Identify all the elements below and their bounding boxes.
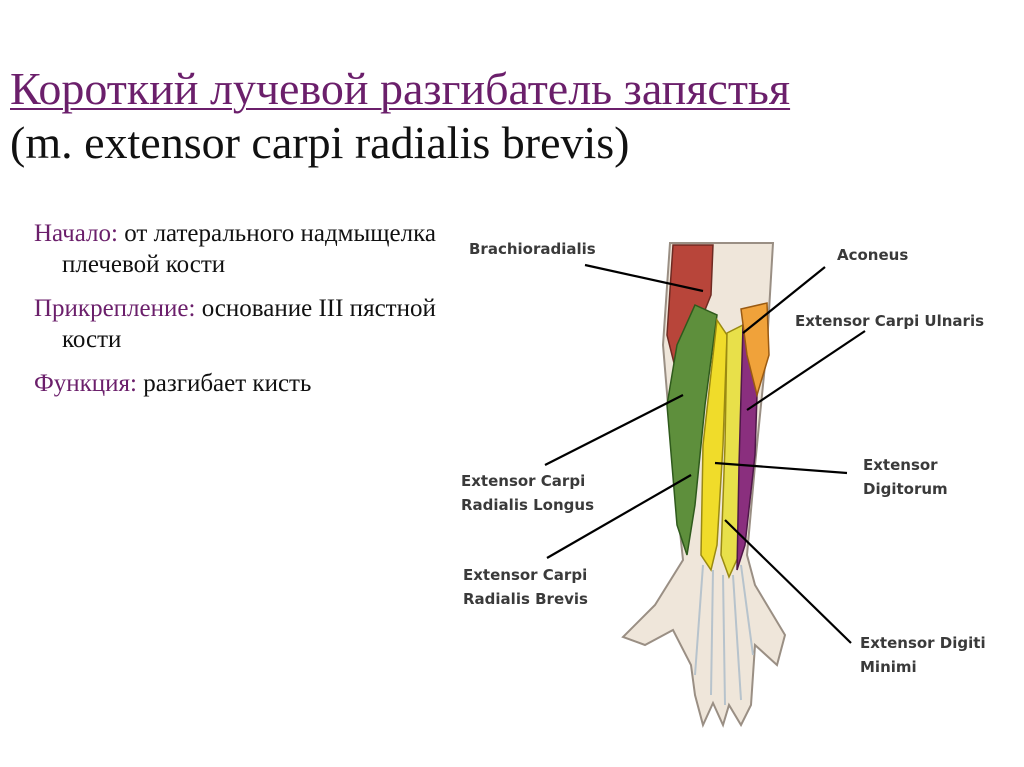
forearm-muscles-figure: Brachioradialis Aconeus Extensor Carpi U… — [455, 225, 1015, 765]
fact-insertion: Прикрепление: основание III пястной кост… — [34, 293, 454, 355]
fact-text: разгибает кисть — [136, 370, 312, 397]
label-ed-line1: Extensor — [863, 456, 938, 474]
title-block: Короткий лучевой разгибатель запястья (m… — [10, 62, 1010, 170]
facts-list: Начало: от латерального надмыщелка плече… — [34, 218, 454, 412]
fact-label: Прикрепление: — [34, 295, 196, 322]
slide-title: Короткий лучевой разгибатель запястья — [10, 63, 791, 114]
fact-label: Функция: — [34, 370, 137, 397]
leader-lines — [544, 263, 866, 644]
label-ecrb-line2: Radialis Brevis — [463, 590, 588, 608]
fact-text: от латерального надмыщелка плечевой кост… — [62, 220, 436, 278]
label-extensor-carpi-ulnaris: Extensor Carpi Ulnaris — [795, 312, 985, 330]
label-ecrb-line1: Extensor Carpi — [463, 566, 588, 584]
slide-subtitle-latin: (m. extensor carpi radialis brevis) — [10, 117, 630, 168]
fact-label: Начало: — [34, 220, 118, 247]
label-brachioradialis: Brachioradialis — [469, 240, 596, 258]
label-ecrl-line1: Extensor Carpi — [461, 472, 586, 490]
aconeus-muscle — [740, 302, 770, 398]
fact-origin: Начало: от латерального надмыщелка плече… — [34, 218, 454, 280]
fact-function: Функция: разгибает кисть — [34, 368, 454, 399]
label-aconeus: Aconeus — [837, 246, 909, 264]
label-edm-line2: Minimi — [860, 658, 917, 676]
ecrl-muscle — [666, 304, 718, 556]
label-ed-line2: Digitorum — [863, 480, 948, 498]
tendons — [694, 564, 754, 706]
fact-text: основание III пястной кости — [62, 295, 436, 353]
label-edm-line1: Extensor Digiti — [860, 634, 986, 652]
label-ecrl-line2: Radialis Longus — [461, 496, 594, 514]
forearm-illustration — [544, 242, 866, 728]
